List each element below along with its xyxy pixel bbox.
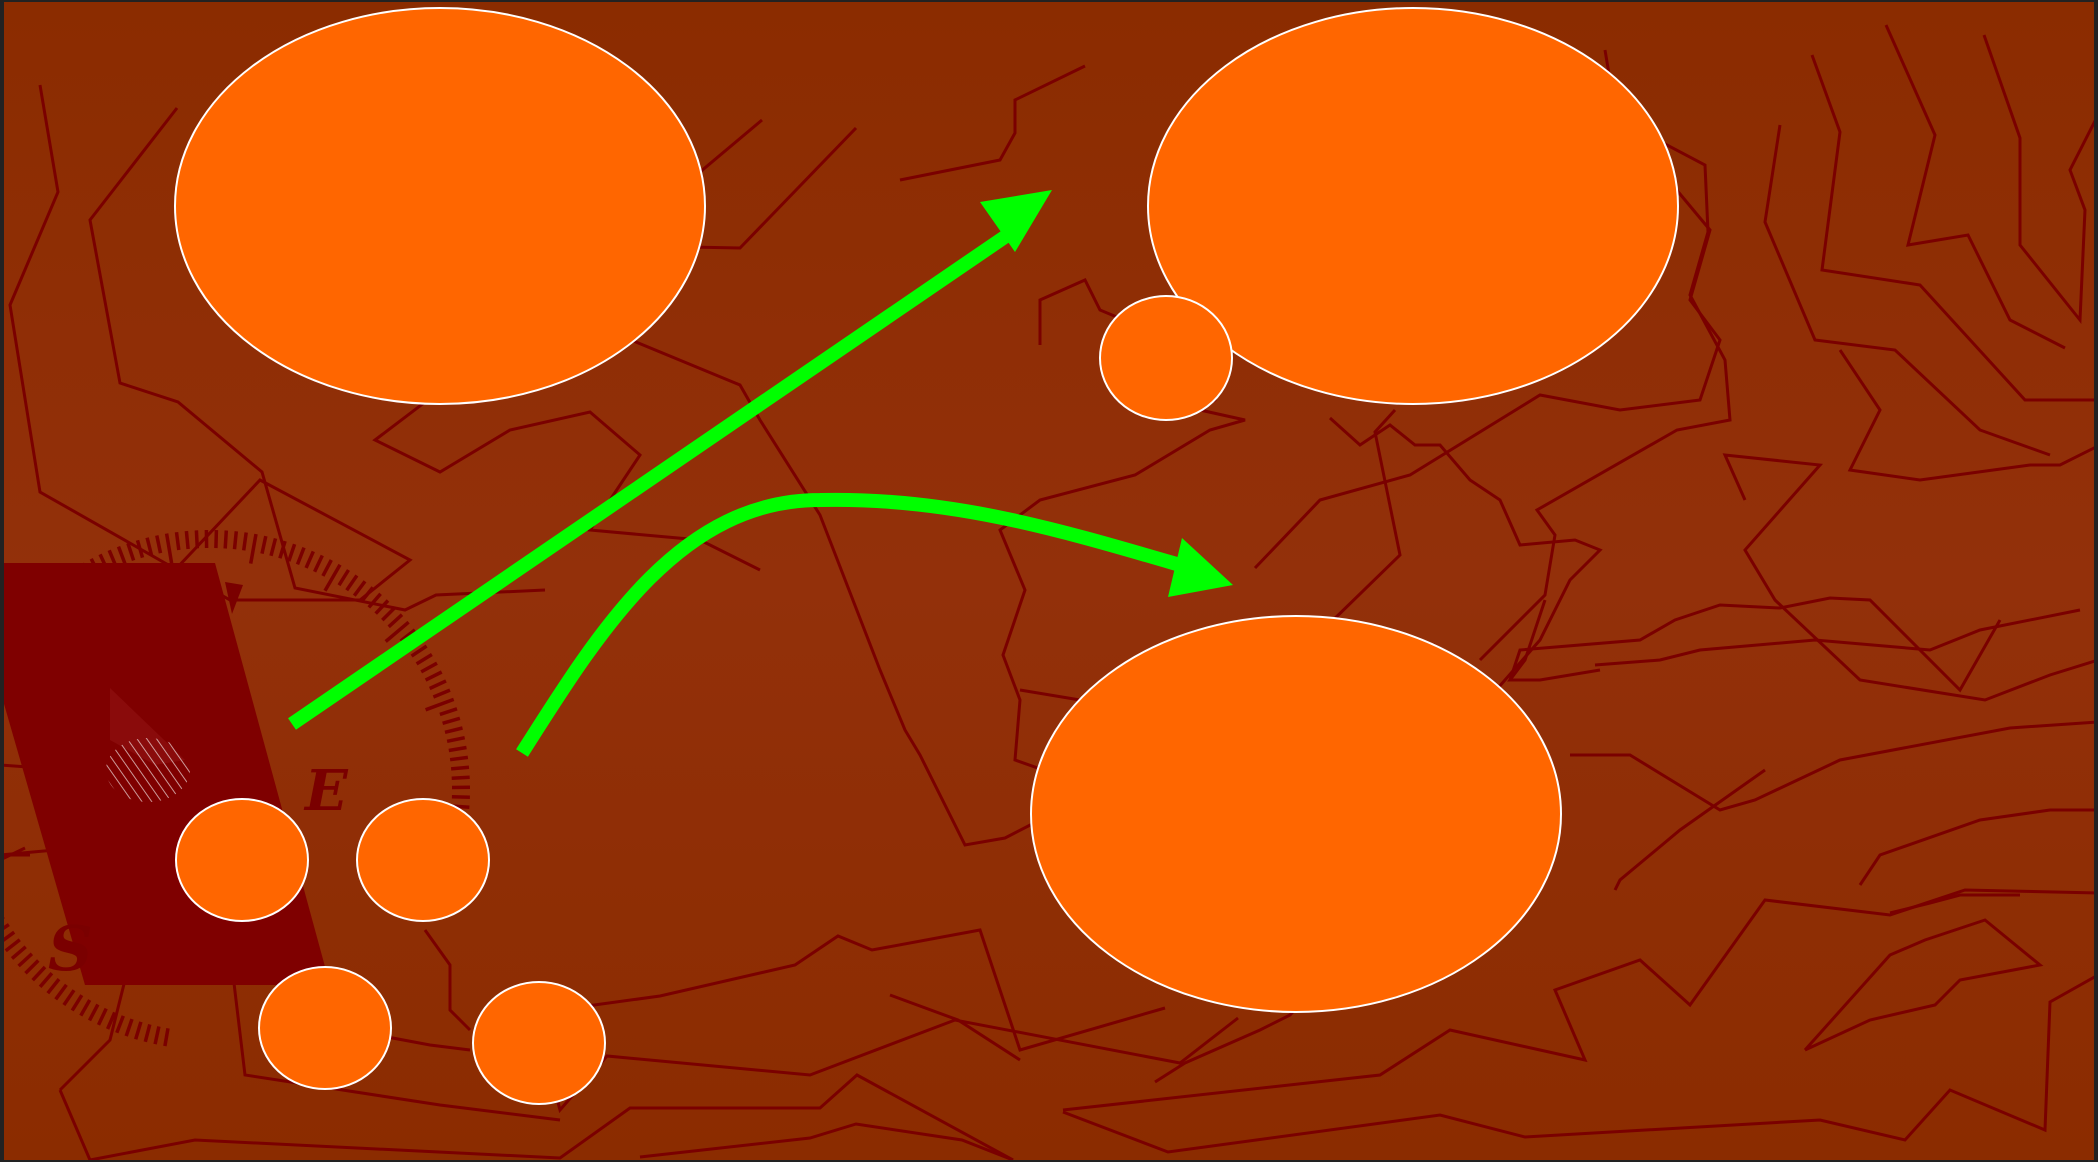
compass-tick <box>105 1011 117 1030</box>
node-group <box>174 7 1679 1105</box>
compass-tick <box>24 959 40 975</box>
compass-letter-s: S <box>48 912 93 985</box>
compass-tick <box>62 989 76 1006</box>
large-node-top-right[interactable] <box>1147 7 1679 405</box>
compass-tick <box>449 755 469 762</box>
compass-tick <box>337 569 350 587</box>
compass-tick <box>424 697 455 712</box>
compass-tick <box>374 599 390 615</box>
compass-tick <box>10 945 27 960</box>
large-node-bottom-right[interactable] <box>1030 615 1562 1013</box>
compass-tick <box>313 554 324 573</box>
compass-tick <box>143 1023 152 1043</box>
compass-tick <box>70 994 84 1012</box>
compass-tick <box>248 533 258 564</box>
compass-tick <box>155 535 163 554</box>
compass-tick <box>163 1027 170 1047</box>
compass-tick <box>448 745 467 753</box>
compass-tick <box>387 613 404 629</box>
compass-tick <box>184 530 190 550</box>
compass-tick <box>153 1026 161 1045</box>
compass-tick <box>126 542 136 561</box>
compass-tick <box>381 606 397 622</box>
compass-tick <box>415 653 433 666</box>
compass-tick <box>323 563 342 592</box>
small-node-2[interactable] <box>356 798 490 922</box>
compass-tick <box>134 1021 143 1040</box>
compass-tick <box>399 628 416 643</box>
compass-tick <box>96 1007 108 1026</box>
compass-tick <box>450 765 470 771</box>
compass-tick <box>194 530 200 549</box>
compass-tick <box>278 540 287 559</box>
compass-tick <box>321 559 333 577</box>
compass-tick <box>124 1018 134 1037</box>
compass-tick <box>223 530 229 549</box>
compass-tick <box>432 688 451 699</box>
compass-tick <box>17 952 34 968</box>
compass-tick <box>54 983 68 1001</box>
compass-tick <box>442 716 461 725</box>
compass-tick <box>241 532 248 551</box>
compass-tick <box>360 586 375 603</box>
terrain-lines <box>0 24 2098 1162</box>
large-node-top-left[interactable] <box>174 7 706 405</box>
compass-tick <box>367 592 382 609</box>
compass-tick <box>295 546 306 566</box>
compass-tick <box>410 644 428 658</box>
compass-tick <box>304 550 315 569</box>
compass-tick <box>384 620 410 643</box>
compass-tick <box>439 707 458 717</box>
compass-tick <box>87 1003 100 1022</box>
compass-letter-e: E <box>303 758 349 824</box>
compass-tick <box>345 574 359 592</box>
small-node-4[interactable] <box>472 981 606 1105</box>
compass-tick <box>451 795 470 800</box>
compass-tick <box>4 938 21 953</box>
arrow-straight <box>288 190 1052 730</box>
compass-tick <box>214 530 219 549</box>
compass-tick <box>232 531 239 550</box>
compass-tick <box>145 537 154 556</box>
compass-tick <box>116 545 127 565</box>
compass-tick <box>38 972 54 988</box>
compass-tick <box>46 978 61 995</box>
compass-tick <box>115 1015 125 1034</box>
compass-tick <box>352 580 367 597</box>
compass-tick <box>31 965 47 982</box>
compass-tick <box>420 661 438 674</box>
compass-tick <box>444 726 463 734</box>
arrow-curved <box>516 492 1233 757</box>
compass-tick <box>287 543 297 562</box>
small-node-near-top-right[interactable] <box>1099 295 1233 421</box>
compass-tick <box>451 775 470 780</box>
compass-tick <box>424 670 443 682</box>
small-node-1[interactable] <box>175 798 309 922</box>
small-node-3[interactable] <box>258 966 392 1090</box>
compass-ticks <box>0 529 471 1047</box>
compass-icon: E <box>0 529 471 1047</box>
compass-tick <box>269 537 278 557</box>
compass-tick <box>79 999 92 1017</box>
compass-tick <box>135 539 145 559</box>
compass-tick <box>260 535 268 554</box>
compass-tick <box>446 735 466 744</box>
compass-tick <box>164 533 174 564</box>
compass-tick <box>428 679 447 691</box>
compass-tick <box>174 531 181 551</box>
